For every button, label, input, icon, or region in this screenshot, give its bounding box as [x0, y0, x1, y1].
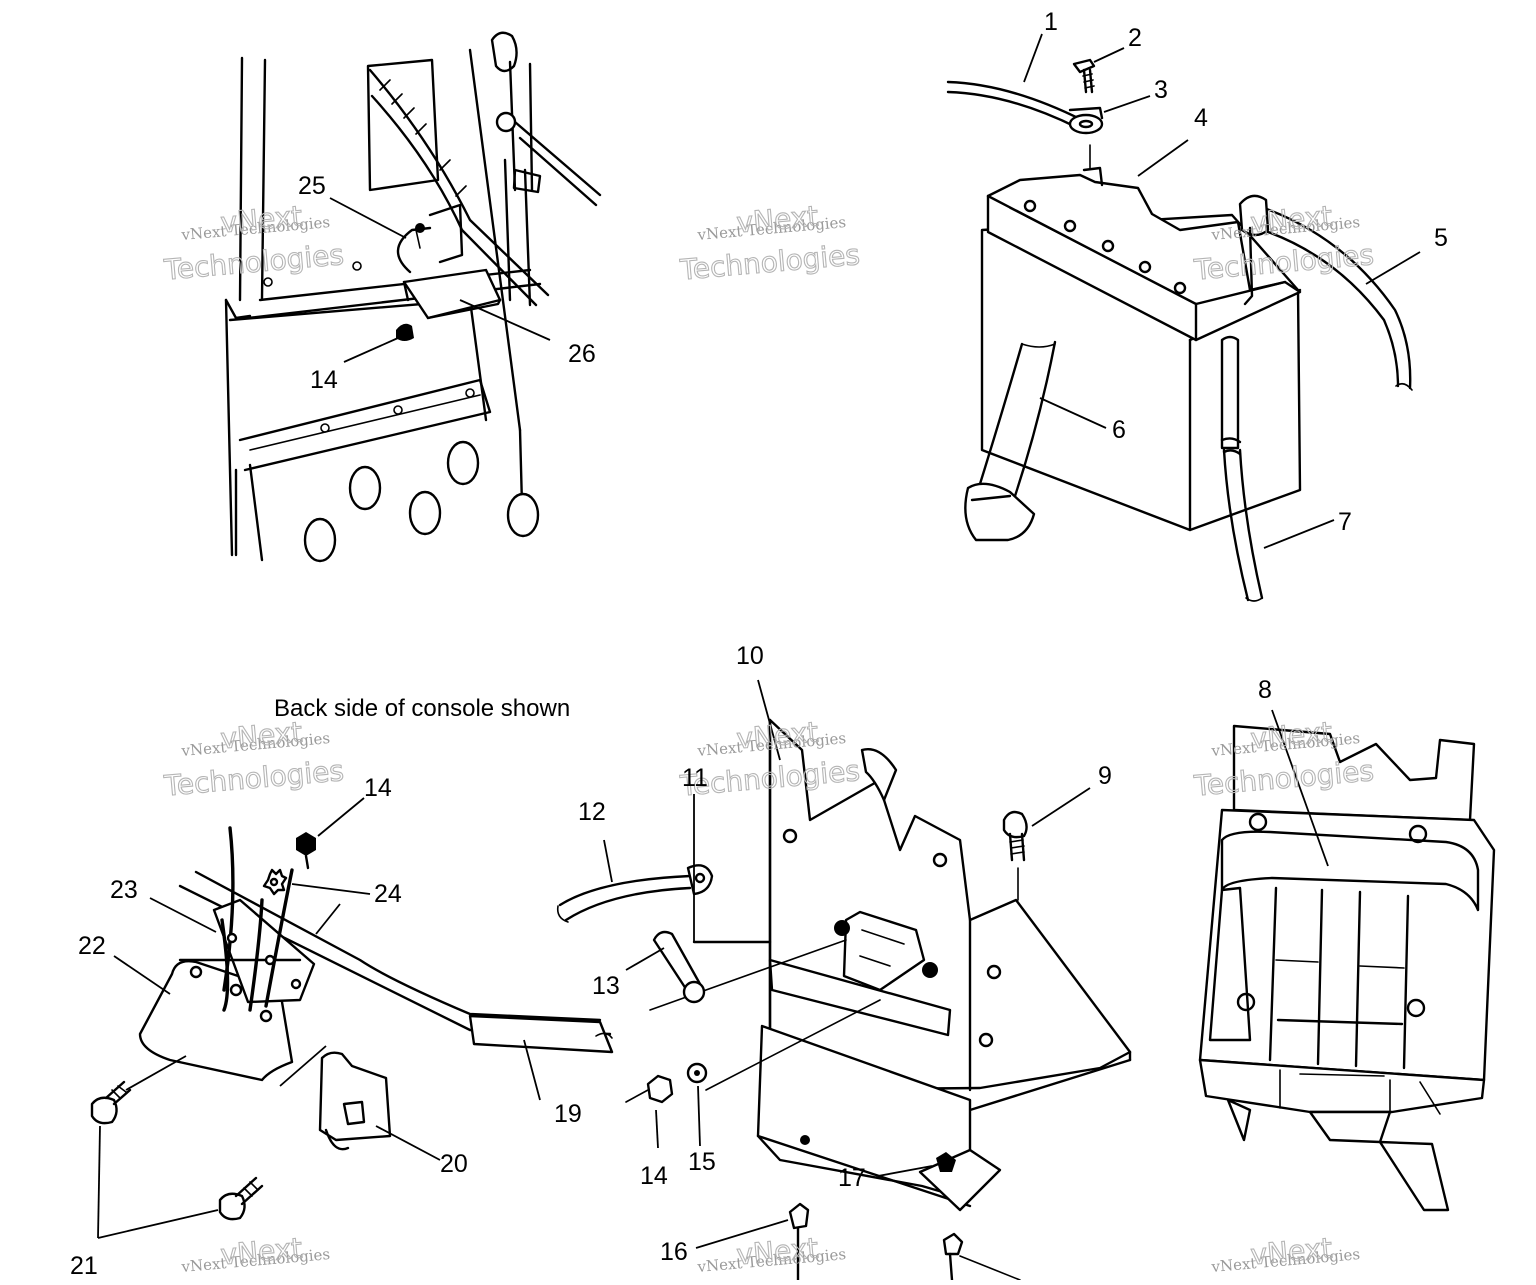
callout-label: 11 [682, 764, 708, 792]
callout-label: 9 [1098, 762, 1112, 790]
callout-label: 14 [364, 774, 392, 802]
callout-label: 21 [70, 1252, 98, 1280]
watermark-line: vNext [1249, 199, 1333, 239]
callout-label: 14 [640, 1162, 668, 1190]
watermark-line: vNext [219, 199, 303, 239]
callout-label: 5 [1434, 224, 1448, 252]
callout-label: 22 [78, 932, 106, 960]
battery-bracket-view [556, 718, 1132, 1282]
callout-label: 24 [374, 880, 402, 908]
callout-label: 23 [110, 876, 138, 904]
callout-label: 3 [1154, 76, 1168, 104]
callout-label: 19 [554, 1100, 582, 1128]
console-frame-view [224, 31, 602, 563]
watermark-line: vNext [219, 715, 303, 755]
watermark-line: Technologies [678, 238, 861, 287]
watermark-line: vNext [735, 199, 819, 239]
watermark-line: Technologies [162, 754, 345, 803]
callout-label: 8 [1258, 676, 1272, 704]
callout-label: 10 [736, 642, 764, 670]
watermark-line: Technologies [162, 238, 345, 287]
callout-label: 15 [688, 1148, 716, 1176]
callout-label: 26 [568, 340, 596, 368]
watermark-line: vNext [1249, 715, 1333, 755]
watermark-line: vNext [735, 1231, 819, 1271]
battery-view [946, 58, 1413, 602]
callout-label: 12 [578, 798, 606, 826]
watermark-line: vNext [1249, 1231, 1333, 1271]
leader-lines [97, 33, 1421, 1249]
callout-label: 25 [298, 172, 326, 200]
watermark-line: vNext [735, 715, 819, 755]
battery-tray-view [1198, 724, 1496, 1212]
view-caption: Back side of console shown [274, 695, 570, 722]
callout-label: 2 [1128, 24, 1142, 52]
callout-labels: 1 2 3 4 5 6 7 8 9 10 11 12 13 14 14 14 1… [70, 8, 1448, 1280]
callout-label: 16 [660, 1238, 688, 1266]
callout-label: 17 [838, 1164, 866, 1192]
relay-harness-view [90, 826, 614, 1221]
callout-label: 6 [1112, 416, 1126, 444]
callout-label: 4 [1194, 104, 1208, 132]
callout-label: 1 [1044, 8, 1058, 36]
callout-label: 20 [440, 1150, 468, 1178]
callout-label: 7 [1338, 508, 1352, 536]
watermark-line: vNext [219, 1231, 303, 1271]
callout-label: 13 [592, 972, 620, 1000]
callout-label: 14 [310, 366, 338, 394]
